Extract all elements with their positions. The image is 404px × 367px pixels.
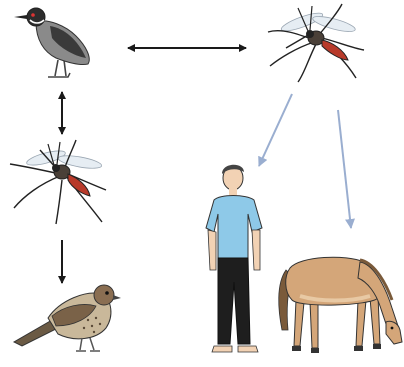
horse-icon bbox=[279, 257, 402, 353]
mosquito-horse-arrow bbox=[338, 110, 351, 228]
mosquito-human-arrow bbox=[259, 94, 292, 166]
human-icon bbox=[206, 165, 262, 352]
night-heron-icon bbox=[14, 8, 89, 77]
mosquito-icon bbox=[10, 140, 106, 224]
mosquito-icon bbox=[268, 4, 364, 82]
sparrow-icon bbox=[14, 285, 121, 351]
